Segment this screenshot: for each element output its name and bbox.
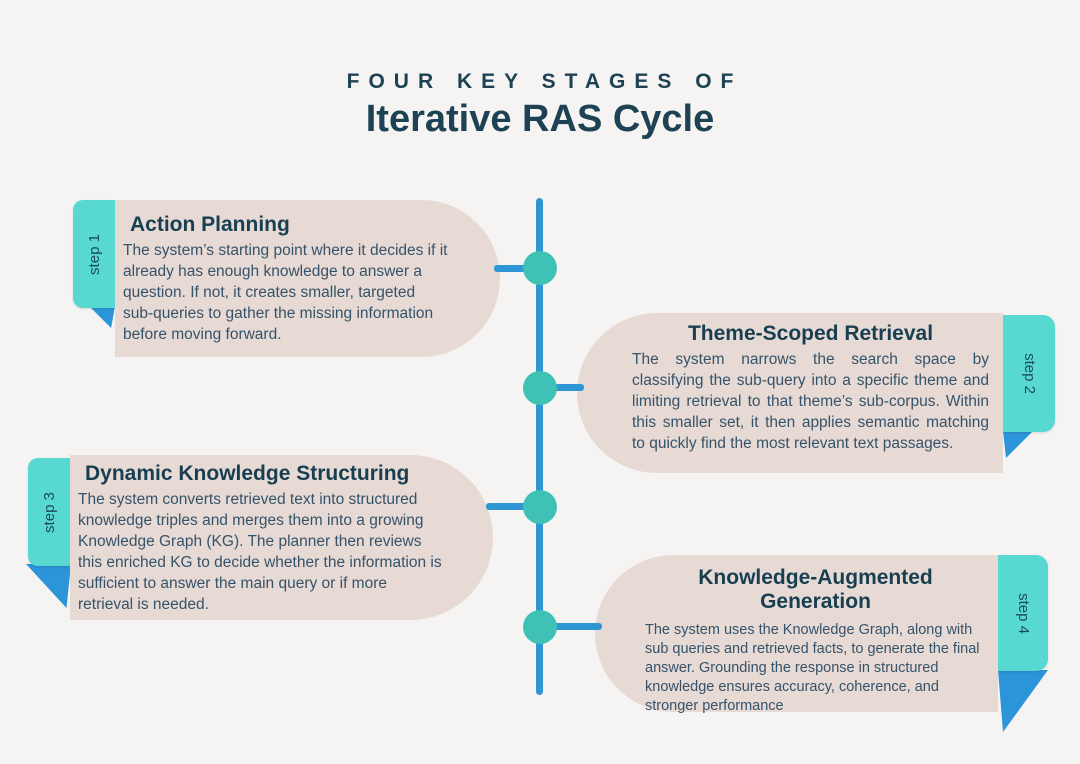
step-3-card: Dynamic Knowledge Structuring The system… — [70, 455, 493, 620]
step-4-card: Knowledge-Augmented Generation The syste… — [595, 555, 998, 714]
ribbon-fold-icon — [26, 564, 71, 608]
timeline-connector-3 — [486, 503, 528, 510]
step-3-label: step 3 — [40, 491, 58, 533]
timeline-line — [536, 198, 543, 695]
step-1-label: step 1 — [85, 233, 103, 275]
step-2-tab: step 2 — [1003, 315, 1055, 432]
ribbon-fold-icon — [1003, 431, 1033, 458]
step-1-description: The system’s starting point where it dec… — [123, 242, 448, 344]
step-4-tab: step 4 — [998, 555, 1048, 671]
ribbon-fold-icon — [89, 306, 115, 328]
eyebrow-title: FOUR KEY STAGES OF — [346, 70, 743, 93]
timeline-connector-2 — [552, 384, 584, 391]
step-1-tab: step 1 — [73, 200, 115, 308]
step-2-title: Theme-Scoped Retrieval — [687, 322, 934, 345]
timeline-dot-4 — [523, 610, 557, 644]
timeline-dot-1 — [523, 251, 557, 285]
page-title: Iterative RAS Cycle — [365, 98, 715, 140]
step-1-card: Action Planning The system’s starting po… — [115, 200, 500, 357]
timeline-connector-4 — [552, 623, 602, 630]
timeline-dot-2 — [523, 371, 557, 405]
step-1-title: Action Planning — [130, 213, 290, 236]
ribbon-fold-icon — [998, 670, 1048, 732]
step-2-label: step 2 — [1020, 353, 1038, 394]
step-4-description: The system uses the Knowledge Graph, alo… — [645, 622, 980, 715]
timeline-dot-3 — [523, 490, 557, 524]
step-3-title: Dynamic Knowledge Structuring — [85, 462, 410, 485]
step-2-card: Theme-Scoped Retrieval The system narrow… — [577, 313, 1003, 473]
step-3-tab: step 3 — [28, 458, 70, 566]
step-2-description: The system narrows the search space by c… — [632, 351, 989, 453]
step-4-label: step 4 — [1014, 592, 1032, 634]
step-3-description: The system converts retrieved text into … — [78, 491, 442, 614]
timeline-connector-1 — [494, 265, 528, 272]
step-4-title: Knowledge-Augmented Generation — [698, 566, 933, 614]
